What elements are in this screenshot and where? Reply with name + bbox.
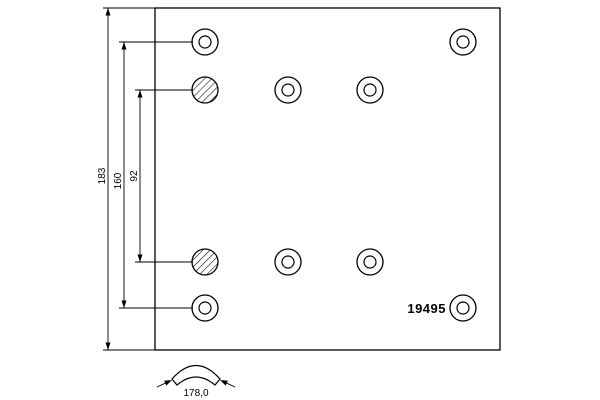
ring-hole: [356, 76, 384, 104]
width-dimension: 178,0: [156, 365, 236, 399]
ring-hole: [449, 28, 477, 56]
dim-183-label: 183: [97, 167, 108, 184]
hatched-hole: [191, 76, 219, 104]
ring-hole: [191, 294, 219, 322]
rivet-holes: [191, 28, 477, 322]
width-dimension-arrows: [156, 380, 236, 388]
ring-hole: [191, 28, 219, 56]
curvature-symbol: [171, 365, 221, 386]
hatched-holes: [191, 76, 219, 276]
extension-lines: [103, 7, 193, 351]
dim-92-label: 92: [129, 170, 140, 182]
ring-hole: [449, 294, 477, 322]
hatched-hole: [191, 248, 219, 276]
ring-hole: [274, 76, 302, 104]
ring-hole: [356, 248, 384, 276]
dimension-outer-hole-spacing: [121, 42, 127, 308]
dimension-inner-hole-spacing: [137, 90, 143, 262]
plate-outline: [154, 7, 501, 351]
dim-160-label: 160: [113, 172, 124, 189]
ring-hole: [274, 248, 302, 276]
dimension-overall-height: [105, 8, 111, 350]
dim-width-label: 178,0: [183, 388, 208, 399]
part-number-label: 19495: [407, 301, 446, 316]
